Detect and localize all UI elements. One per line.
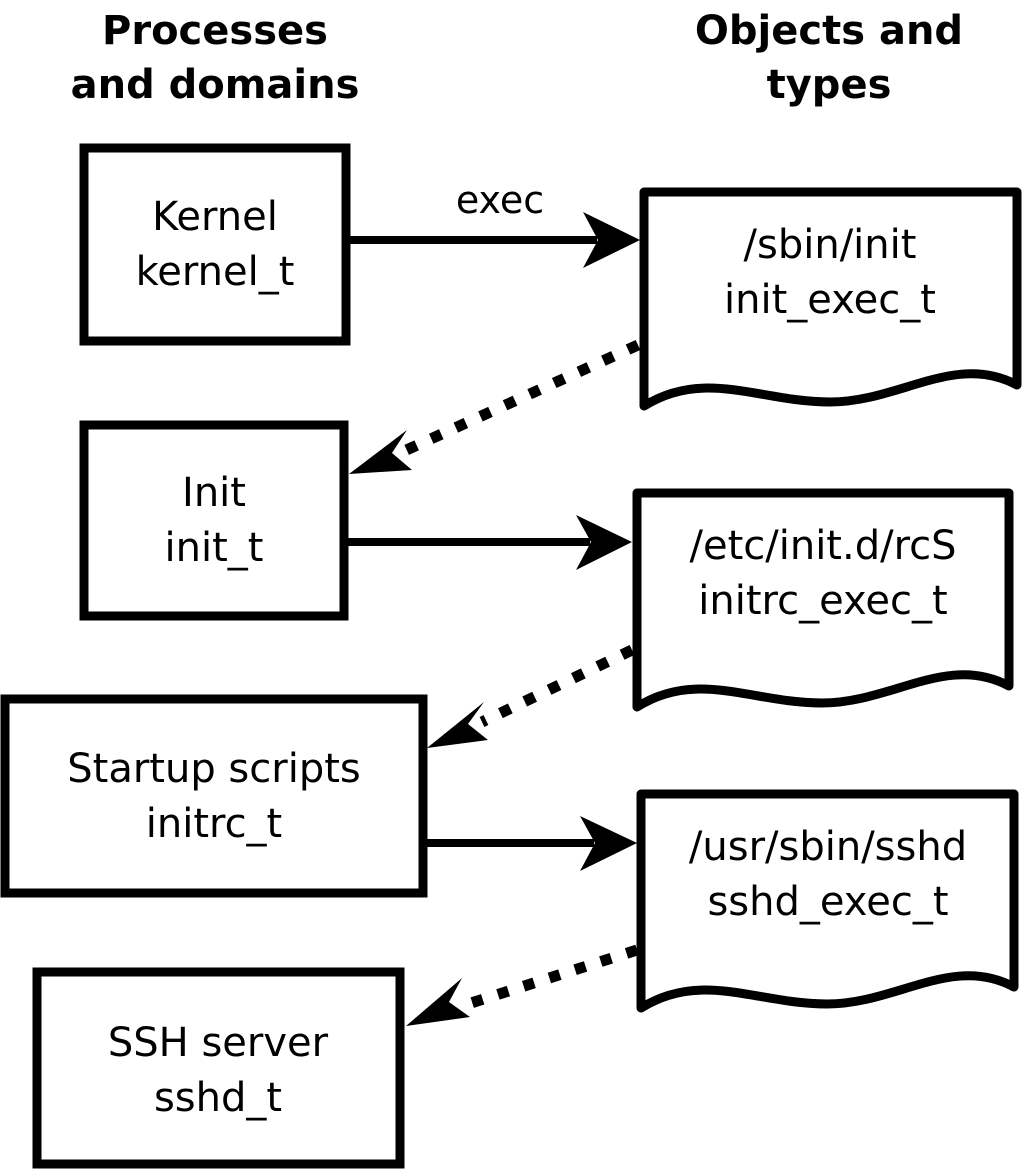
object-node-init-exec-document-shape[interactable]: [639, 187, 1022, 411]
object-node-init-exec-line1: /sbin/init: [744, 222, 917, 268]
arrowhead-icon: [583, 212, 640, 268]
process-node-kernel-line1: Kernel: [152, 194, 278, 240]
edge-initrcexec-transition-initrc: [427, 645, 635, 748]
process-node-kernel-box[interactable]: [79, 143, 351, 346]
object-node-initrc-exec-line1: /etc/init.d/rcS: [689, 523, 956, 569]
edge-initrc-exec-sshd: [427, 816, 637, 871]
process-node-init[interactable]: Init init_t: [79, 420, 349, 621]
object-node-initrc-exec-line2: initrc_exec_t: [698, 578, 947, 624]
process-node-initrc-line2: initrc_t: [146, 801, 283, 847]
object-node-init-exec[interactable]: /sbin/init init_exec_t: [639, 187, 1022, 411]
process-node-initrc-line1: Startup scripts: [67, 746, 360, 792]
edge-line: [479, 645, 635, 727]
edge-line: [399, 339, 641, 458]
process-node-kernel[interactable]: Kernel kernel_t: [79, 143, 351, 346]
process-node-sshd[interactable]: SSH server sshd_t: [32, 967, 405, 1169]
object-node-initrc-exec[interactable]: /etc/init.d/rcS initrc_exec_t: [632, 488, 1014, 712]
arrowhead-icon: [406, 978, 470, 1026]
edge-line: [466, 944, 639, 1010]
edge-kernel-exec-init: exec: [350, 178, 640, 268]
process-node-init-box[interactable]: [79, 420, 349, 621]
process-node-init-line1: Init: [182, 470, 246, 516]
object-node-init-exec-line2: init_exec_t: [724, 277, 936, 323]
column-title-objects-line1: Objects and: [695, 8, 963, 54]
object-node-sshd-exec-document-shape[interactable]: [636, 789, 1019, 1013]
object-node-initrc-exec-document-shape[interactable]: [632, 488, 1014, 712]
object-node-sshd-exec-line1: /usr/sbin/sshd: [689, 824, 967, 870]
process-node-sshd-line2: sshd_t: [154, 1075, 282, 1121]
arrowhead-icon: [349, 430, 412, 474]
edge-init-exec-initrc: [348, 515, 632, 570]
object-node-sshd-exec-line2: sshd_exec_t: [707, 879, 948, 925]
process-node-init-line2: init_t: [165, 525, 264, 571]
arrowhead-icon: [576, 515, 632, 570]
edge-label-exec: exec: [456, 178, 544, 222]
process-node-initrc-box[interactable]: [0, 694, 428, 898]
column-title-objects-line2: types: [767, 62, 892, 108]
object-node-sshd-exec[interactable]: /usr/sbin/sshd sshd_exec_t: [636, 789, 1019, 1013]
process-node-kernel-line2: kernel_t: [136, 249, 295, 295]
column-title-processes: Processes and domains: [71, 8, 360, 108]
column-title-objects: Objects and types: [695, 8, 963, 108]
process-node-sshd-box[interactable]: [32, 967, 405, 1169]
arrowhead-icon: [580, 816, 637, 871]
process-node-sshd-line1: SSH server: [108, 1020, 329, 1066]
column-title-processes-line2: and domains: [71, 62, 360, 108]
edge-sshdexec-transition-sshd: [406, 944, 639, 1026]
process-node-initrc[interactable]: Startup scripts initrc_t: [0, 694, 428, 898]
arrowhead-icon: [427, 702, 488, 748]
edge-initexec-transition-init: [349, 339, 641, 474]
column-title-processes-line1: Processes: [102, 8, 328, 54]
